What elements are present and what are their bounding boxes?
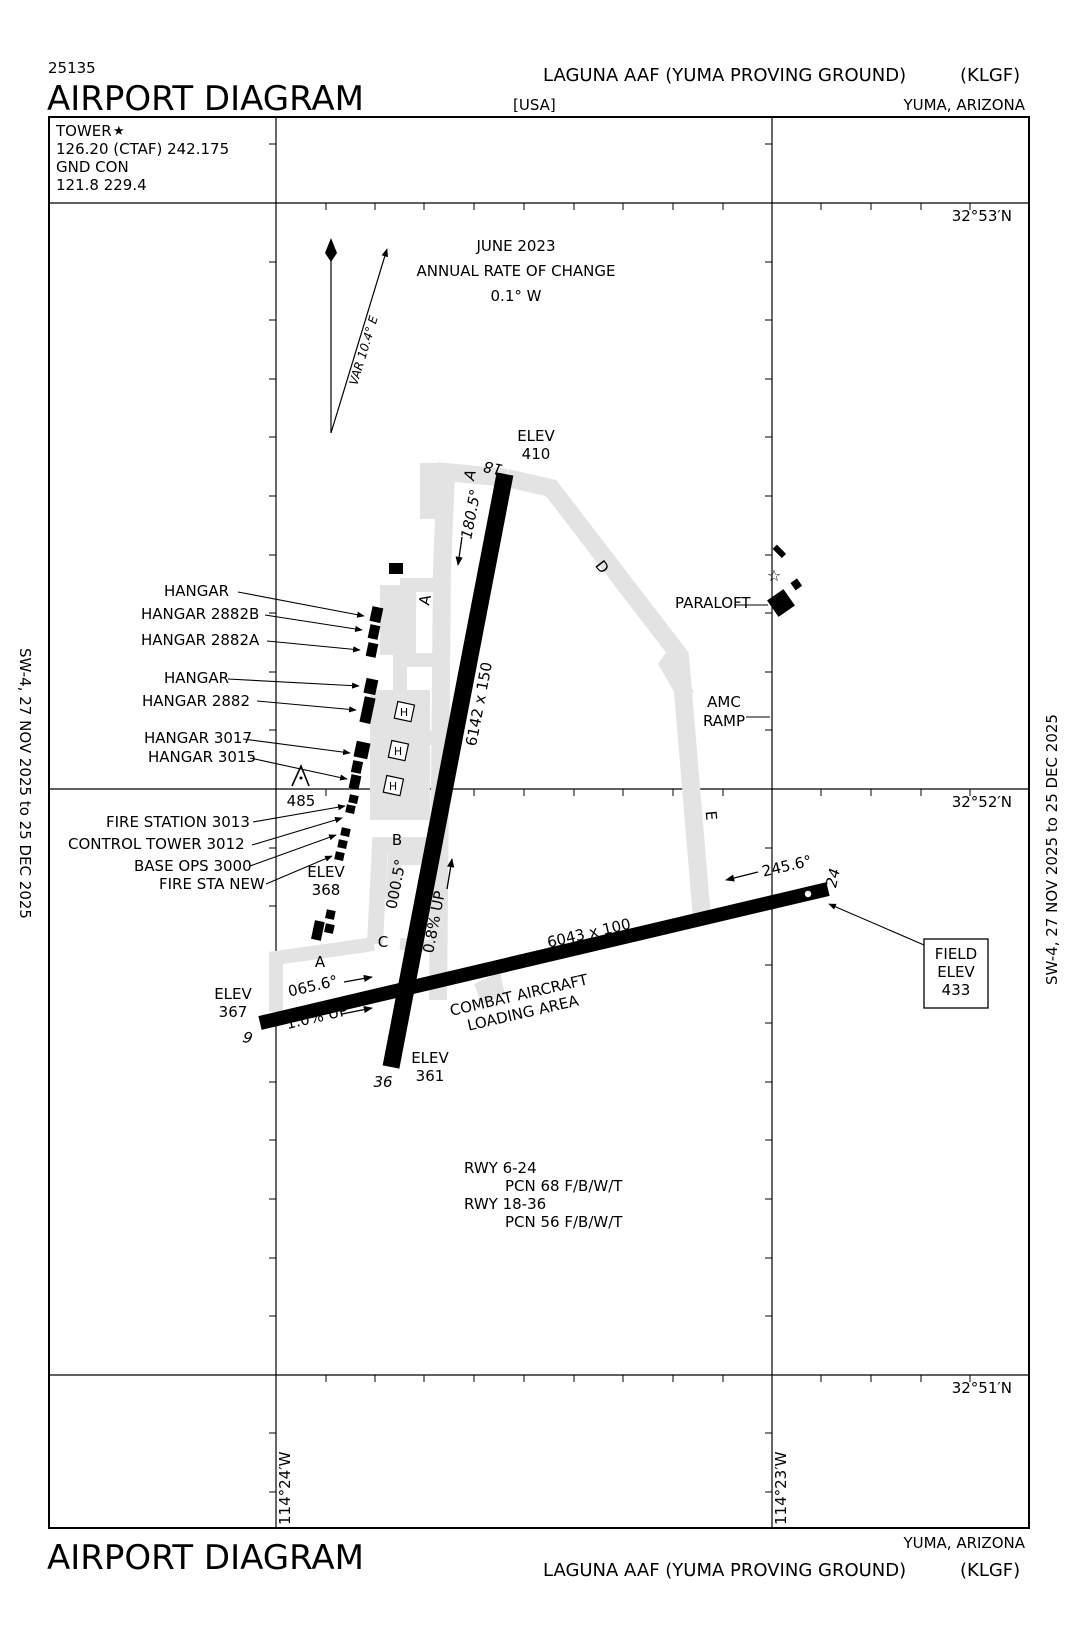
label-hangar-3015: HANGAR 3015	[148, 748, 256, 766]
obstacle-icon	[291, 763, 310, 787]
pcn-rwy-6-24-value: PCN 68 F/B/W/T	[505, 1177, 623, 1195]
lat-lon-grid	[49, 117, 1029, 1528]
diagram-frame	[48, 116, 1030, 1529]
footer-title: AIRPORT DIAGRAM	[47, 1538, 364, 1578]
paraloft-label: PARALOFT	[675, 594, 751, 612]
taxiway-a-label-3: A	[315, 953, 326, 971]
proc-number: 25135	[48, 59, 96, 77]
true-north-arrow-icon	[325, 238, 337, 262]
label-hangar-2882b: HANGAR 2882B	[141, 605, 259, 623]
lon-right-label: 114°23′W	[772, 1451, 790, 1525]
lat-mid-label: 32°52′N	[952, 793, 1012, 811]
amc-ramp-label-1: AMC	[707, 693, 741, 711]
magvar-rate-value: 0.1° W	[491, 287, 542, 305]
direction-arrows	[341, 536, 759, 1015]
mag-var-label: VAR 10.4° E	[346, 314, 381, 387]
helipads	[382, 700, 416, 797]
elev-36-value: 361	[416, 1067, 445, 1085]
magvar-rate-label: ANNUAL RATE OF CHANGE	[417, 262, 616, 280]
label-hangar-3017: HANGAR 3017	[144, 729, 252, 747]
label-hangar-2: HANGAR	[164, 669, 229, 687]
rwy-end-24: 24	[822, 867, 844, 890]
header-city-state: YUMA, ARIZONA	[902, 96, 1025, 114]
lat-top-label: 32°53′N	[952, 207, 1012, 225]
field-elev-line2: ELEV	[937, 963, 975, 981]
obstacle-dot-icon	[299, 776, 303, 780]
apron-north	[420, 463, 446, 519]
header-country: [USA]	[513, 96, 556, 114]
combat-loading-area	[474, 972, 505, 1004]
tower-label: TOWER	[55, 122, 112, 140]
header-airport-name: LAGUNA AAF (YUMA PROVING GROUND)	[543, 65, 906, 86]
validity-right: SW-4, 27 NOV 2025 to 25 DEC 2025	[1043, 714, 1061, 985]
apron-hangar-north	[380, 585, 416, 655]
taxiway-e-label: E	[702, 810, 721, 821]
elev-368-value: 368	[312, 881, 341, 899]
footer-airport-name: LAGUNA AAF (YUMA PROVING GROUND)	[543, 1560, 906, 1581]
elev-36-label: ELEV	[411, 1049, 449, 1067]
helipad-label-1: H	[400, 706, 408, 719]
elev-18-label: ELEV	[517, 427, 555, 445]
paraloft-star-icon: ☆	[767, 566, 781, 585]
amc-ramp-label-2: RAMP	[703, 712, 745, 730]
footer-airport-id: (KLGF)	[960, 1560, 1020, 1581]
rwy-end-18: 18	[482, 457, 504, 478]
taxiway-a-label-1: A	[460, 468, 480, 482]
elev-6-value: 367	[219, 1003, 248, 1021]
header-airport-id: (KLGF)	[960, 65, 1020, 86]
tower-star-icon: ★	[113, 124, 125, 139]
rwy-6-heading: 065.6°	[286, 972, 339, 1001]
elev-6-label: ELEV	[214, 985, 252, 1003]
magnetic-variation-indicator: VAR 10.4° E	[325, 238, 389, 434]
footer-city-state: YUMA, ARIZONA	[902, 1534, 1025, 1552]
lat-bottom-label: 32°51′N	[952, 1379, 1012, 1397]
elev-18-value: 410	[522, 445, 551, 463]
label-fire-sta-new: FIRE STA NEW	[159, 875, 265, 893]
magvar-date: JUNE 2023	[475, 237, 555, 255]
elev-368-label: ELEV	[307, 863, 345, 881]
pcn-rwy-18-36-value: PCN 56 F/B/W/T	[505, 1213, 623, 1231]
taxiway-c-label: C	[378, 933, 388, 951]
label-hangar-2882a: HANGAR 2882A	[141, 631, 260, 649]
label-hangar-2882: HANGAR 2882	[142, 692, 250, 710]
runway-18-36	[382, 472, 514, 1069]
leader-lines	[227, 591, 925, 946]
field-elev-box	[923, 938, 989, 1009]
gnd-con-freqs: 121.8 229.4	[56, 176, 147, 194]
taxiway-a-label-2: A	[415, 593, 435, 607]
rwy-18-heading: 180.5°	[457, 488, 484, 541]
label-hangar-1: HANGAR	[164, 582, 229, 600]
obstacle-elev: 485	[287, 792, 316, 810]
field-elev-point	[804, 890, 812, 898]
pcn-rwy-6-24-label: RWY 6-24	[464, 1159, 537, 1177]
label-base-ops-3000: BASE OPS 3000	[134, 857, 252, 875]
helipad-label-3: H	[389, 780, 397, 793]
pcn-rwy-18-36-label: RWY 18-36	[464, 1195, 546, 1213]
header-title: AIRPORT DIAGRAM	[47, 79, 364, 119]
label-control-tower-3012: CONTROL TOWER 3012	[68, 835, 245, 853]
amc-ramp-apron	[658, 650, 694, 702]
field-elev-line1: FIELD	[935, 945, 977, 963]
label-fire-station-3013: FIRE STATION 3013	[106, 813, 250, 831]
validity-left: SW-4, 27 NOV 2025 to 25 DEC 2025	[16, 648, 34, 919]
helipad-label-2: H	[394, 745, 402, 758]
field-elev-value: 433	[942, 981, 971, 999]
runway-6-24	[258, 882, 830, 1030]
rwy-end-36: 36	[373, 1073, 392, 1091]
tower-freqs: 126.20 (CTAF) 242.175	[56, 140, 229, 158]
rwy-24-heading: 245.6°	[760, 852, 813, 881]
buildings	[311, 544, 803, 941]
gnd-con-label: GND CON	[56, 158, 129, 176]
rwy-end-6: 6	[241, 1027, 254, 1047]
taxiway-b-label: B	[392, 831, 402, 849]
lon-left-label: 114°24′W	[276, 1451, 294, 1525]
